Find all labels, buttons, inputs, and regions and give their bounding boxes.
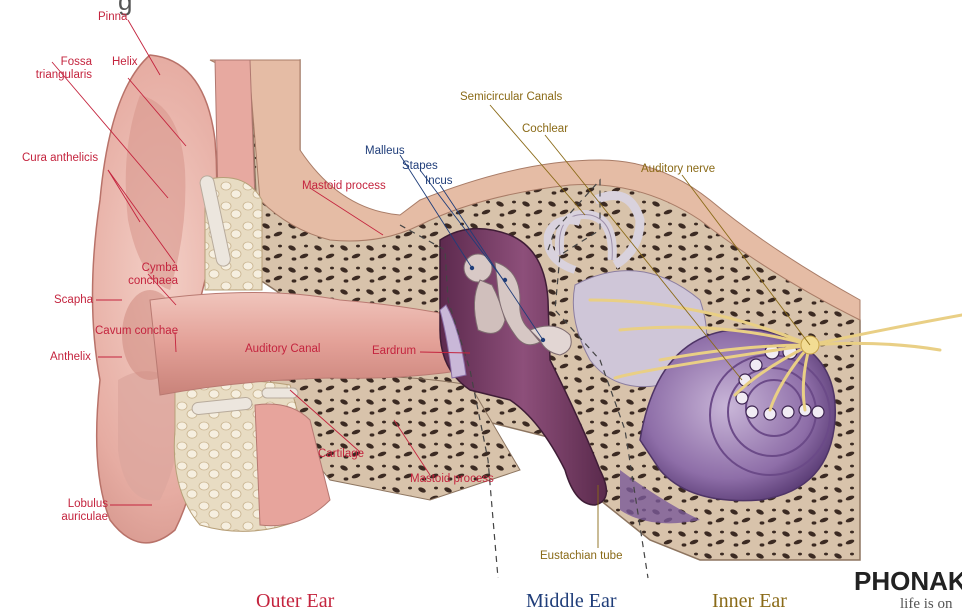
brand-tagline: life is on [900, 596, 953, 613]
label-malleus: Malleus [365, 145, 405, 158]
label-lobulus-auriculae: Lobulus auriculae [40, 498, 108, 524]
label-mastoid-process-lower: Mastoid process [410, 473, 494, 486]
label-anthelix: Anthelix [50, 351, 91, 364]
label-auditory-nerve: Auditory nerve [641, 163, 715, 176]
label-stapes: Stapes [402, 160, 438, 173]
section-outer-ear: Outer Ear [256, 590, 334, 613]
label-cartilage: Cartilage [318, 448, 364, 461]
label-cochlear: Cochlear [522, 123, 568, 136]
label-eustachian-tube: Eustachian tube [540, 550, 622, 563]
cartilage-upper [199, 175, 262, 290]
brand-logo: PHONAK [854, 566, 962, 597]
section-inner-ear: Inner Ear [712, 590, 787, 613]
section-middle-ear: Middle Ear [526, 590, 617, 613]
label-cymba-conchaea: Cymba conchaea [108, 262, 178, 288]
label-pinna: Pinna [98, 11, 127, 24]
label-cura-anthelicis: Cura anthelicis [22, 152, 98, 165]
label-scapha: Scapha [54, 294, 93, 307]
label-incus: Incus [425, 175, 453, 188]
label-semicircular-canals: Semicircular Canals [460, 91, 562, 104]
label-auditory-canal: Auditory Canal [245, 343, 320, 356]
label-cavum-conchae: Cavum conchae [95, 325, 178, 338]
label-fossa-triangularis: Fossa triangularis [10, 56, 92, 82]
label-eardrum: Eardrum [372, 345, 416, 358]
label-mastoid-process-upper: Mastoid process [302, 180, 386, 193]
label-helix: Helix [112, 56, 138, 69]
